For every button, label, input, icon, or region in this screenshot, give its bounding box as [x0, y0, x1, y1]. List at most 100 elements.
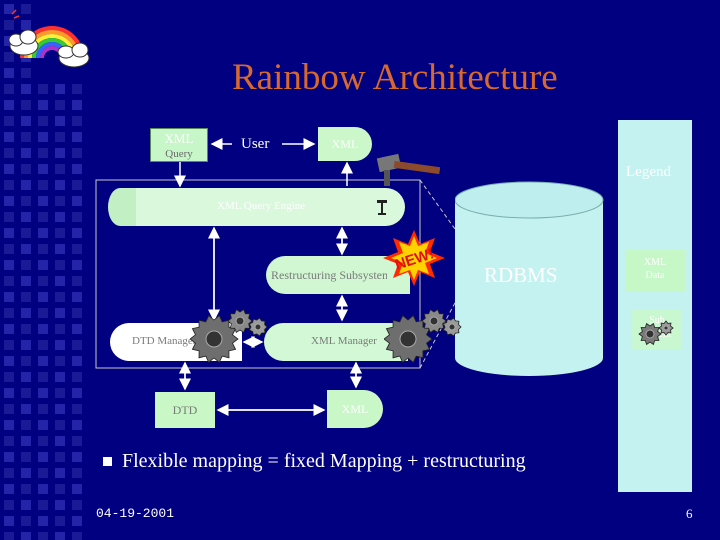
strip-square — [55, 260, 65, 270]
strip-square — [4, 372, 14, 382]
strip-square — [38, 132, 48, 142]
strip-square — [4, 308, 14, 318]
legend-subsystem-line1: Sub — [649, 315, 665, 326]
strip-square — [4, 100, 14, 110]
gears-icon-left — [190, 308, 268, 364]
strip-square — [4, 244, 14, 254]
strip-square — [55, 116, 65, 126]
gears-icon-legend — [638, 320, 674, 346]
strip-square — [4, 420, 14, 430]
strip-square — [4, 228, 14, 238]
strip-square — [21, 148, 31, 158]
strip-square — [72, 196, 82, 206]
strip-square — [55, 212, 65, 222]
strip-square — [72, 228, 82, 238]
strip-square — [72, 388, 82, 398]
strip-square — [38, 84, 48, 94]
xml-manager-label: XML Manager — [311, 335, 377, 347]
strip-square — [55, 356, 65, 366]
strip-square — [21, 4, 31, 14]
gears-icon-right — [384, 308, 462, 364]
gear-hub — [429, 316, 439, 326]
strip-square — [72, 308, 82, 318]
strip-square — [55, 324, 65, 334]
strip-square — [38, 228, 48, 238]
strip-square — [55, 340, 65, 350]
strip-square — [21, 436, 31, 446]
left-decorative-strip — [0, 0, 92, 540]
strip-square — [21, 212, 31, 222]
strip-square — [38, 244, 48, 254]
new-starburst-icon: NEW! — [383, 230, 445, 286]
strip-square — [72, 100, 82, 110]
strip-square — [38, 308, 48, 318]
legend-xml-data-line1: XML — [643, 257, 667, 268]
strip-square — [4, 276, 14, 286]
strip-square — [72, 340, 82, 350]
strip-square — [21, 420, 31, 430]
strip-square — [72, 420, 82, 430]
strip-square — [21, 500, 31, 510]
strip-square — [21, 484, 31, 494]
strip-square — [55, 500, 65, 510]
strip-square — [55, 276, 65, 286]
bullet-square-icon — [103, 457, 112, 466]
page-number: 6 — [686, 506, 693, 521]
strip-square — [55, 100, 65, 110]
strip-square — [72, 452, 82, 462]
strip-square — [38, 452, 48, 462]
strip-square — [21, 452, 31, 462]
strip-square — [38, 404, 48, 414]
strip-square — [21, 180, 31, 190]
xml-data-box: XML — [327, 390, 383, 428]
strip-square — [72, 436, 82, 446]
strip-square — [72, 84, 82, 94]
strip-square — [55, 372, 65, 382]
strip-square — [4, 4, 14, 14]
strip-square — [38, 196, 48, 206]
strip-square — [21, 356, 31, 366]
dtd-box: DTD — [155, 392, 215, 428]
legend-xml-data-box: XML Data — [625, 250, 685, 292]
gear-hub — [205, 330, 223, 348]
strip-square — [21, 132, 31, 142]
xml-manager-box — [264, 323, 408, 361]
gear-hub — [254, 323, 262, 331]
strip-square — [4, 20, 14, 30]
strip-square — [55, 180, 65, 190]
xml-query-box-line1: XML — [164, 131, 194, 146]
strip-square — [72, 516, 82, 526]
strip-square — [21, 228, 31, 238]
footer-date: 04-19-2001 — [96, 506, 175, 521]
strip-square — [38, 532, 48, 540]
strip-square — [21, 324, 31, 334]
strip-square — [4, 148, 14, 158]
strip-square — [21, 276, 31, 286]
strip-square — [72, 468, 82, 478]
xml-query-box-line2: Query — [165, 148, 193, 160]
strip-square — [55, 468, 65, 478]
strip-square — [72, 164, 82, 174]
strip-square — [38, 372, 48, 382]
strip-square — [4, 52, 14, 62]
strip-square — [38, 388, 48, 398]
strip-square — [21, 196, 31, 206]
strip-square — [55, 404, 65, 414]
strip-square — [72, 132, 82, 142]
strip-square — [55, 516, 65, 526]
strip-square — [72, 260, 82, 270]
strip-square — [4, 212, 14, 222]
strip-square — [72, 244, 82, 254]
strip-square — [4, 116, 14, 126]
strip-square — [21, 516, 31, 526]
strip-square — [72, 404, 82, 414]
tool-icon — [377, 200, 387, 215]
strip-square — [21, 340, 31, 350]
strip-square — [55, 532, 65, 540]
strip-square — [4, 436, 14, 446]
strip-square — [55, 436, 65, 446]
strip-square — [38, 484, 48, 494]
user-label: User — [241, 136, 270, 152]
strip-square — [4, 132, 14, 142]
